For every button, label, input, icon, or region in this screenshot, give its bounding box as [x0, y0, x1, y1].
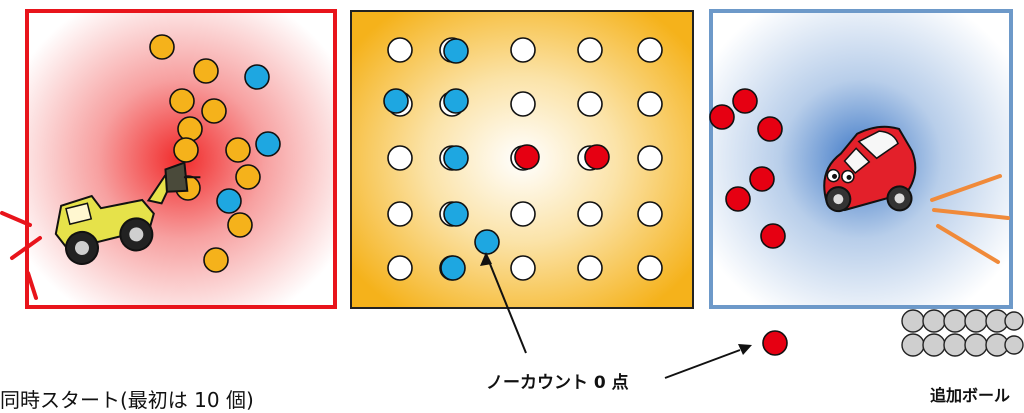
no-count-caption: ノーカウント 0 点 — [486, 373, 629, 393]
white-ball — [577, 201, 603, 227]
middle-blue-balls — [383, 38, 500, 281]
right-zone — [709, 9, 1013, 309]
gray-ball — [964, 309, 988, 333]
orange-ball — [201, 98, 227, 124]
blue-balls — [216, 64, 281, 214]
gray-ball — [1004, 335, 1024, 355]
left-gate-marks — [0, 211, 42, 300]
blue-ball — [443, 38, 469, 64]
white-ball — [510, 255, 536, 281]
gray-ball — [1004, 311, 1024, 331]
blue-ball — [474, 229, 500, 255]
orange-ball — [203, 247, 229, 273]
gray-ball — [901, 333, 925, 357]
arrow-icon — [480, 252, 527, 354]
blue-ball — [440, 255, 466, 281]
white-ball — [577, 37, 603, 63]
orange-ball — [149, 34, 175, 60]
gray-ball — [922, 333, 946, 357]
gray-ball — [922, 309, 946, 333]
right-red-balls — [709, 88, 786, 249]
red-ball — [760, 223, 786, 249]
blue-ball — [244, 64, 270, 90]
white-ball — [577, 255, 603, 281]
blue-ball — [383, 88, 409, 114]
arrow-icon — [664, 344, 752, 379]
gray-ball — [964, 333, 988, 357]
extra-balls-caption: 追加ボール — [930, 386, 1011, 405]
white-ball — [637, 37, 663, 63]
gray-ball — [943, 333, 967, 357]
left-zone — [0, 9, 337, 309]
red-ball — [584, 144, 610, 170]
red-ball — [725, 186, 751, 212]
white-ball — [637, 145, 663, 171]
white-ball — [510, 91, 536, 117]
white-ball — [387, 255, 413, 281]
orange-ball — [225, 137, 251, 163]
red-ball — [709, 104, 735, 130]
middle-zone — [350, 10, 694, 309]
orange-balls — [149, 34, 261, 273]
white-ball — [510, 201, 536, 227]
white-ball — [637, 201, 663, 227]
middle-red-balls — [514, 144, 610, 170]
orange-ball — [177, 116, 203, 142]
red-ball — [514, 144, 540, 170]
gray-ball — [943, 309, 967, 333]
white-ball — [637, 255, 663, 281]
white-ball — [387, 145, 413, 171]
red-ball — [757, 116, 783, 142]
gray-ball — [901, 309, 925, 333]
orange-ball — [227, 212, 253, 238]
car-icon — [823, 125, 917, 213]
blue-ball — [443, 145, 469, 171]
orange-ball — [193, 58, 219, 84]
bulldozer-icon — [54, 161, 201, 265]
blue-ball — [216, 188, 242, 214]
extra-balls-stack — [901, 309, 1024, 357]
red-ball — [749, 166, 775, 192]
white-ball — [387, 201, 413, 227]
white-ball — [577, 91, 603, 117]
orange-ball — [173, 137, 199, 163]
game-field-diagram — [0, 9, 1024, 379]
blue-ball — [443, 88, 469, 114]
orange-ball — [169, 88, 195, 114]
orange-ball — [235, 164, 261, 190]
extra-red-ball — [762, 330, 788, 356]
red-ball — [732, 88, 758, 114]
motion-lines — [930, 174, 1010, 264]
white-ball — [387, 37, 413, 63]
white-ball — [510, 37, 536, 63]
white-ball — [637, 91, 663, 117]
blue-ball — [255, 131, 281, 157]
blue-ball — [443, 201, 469, 227]
